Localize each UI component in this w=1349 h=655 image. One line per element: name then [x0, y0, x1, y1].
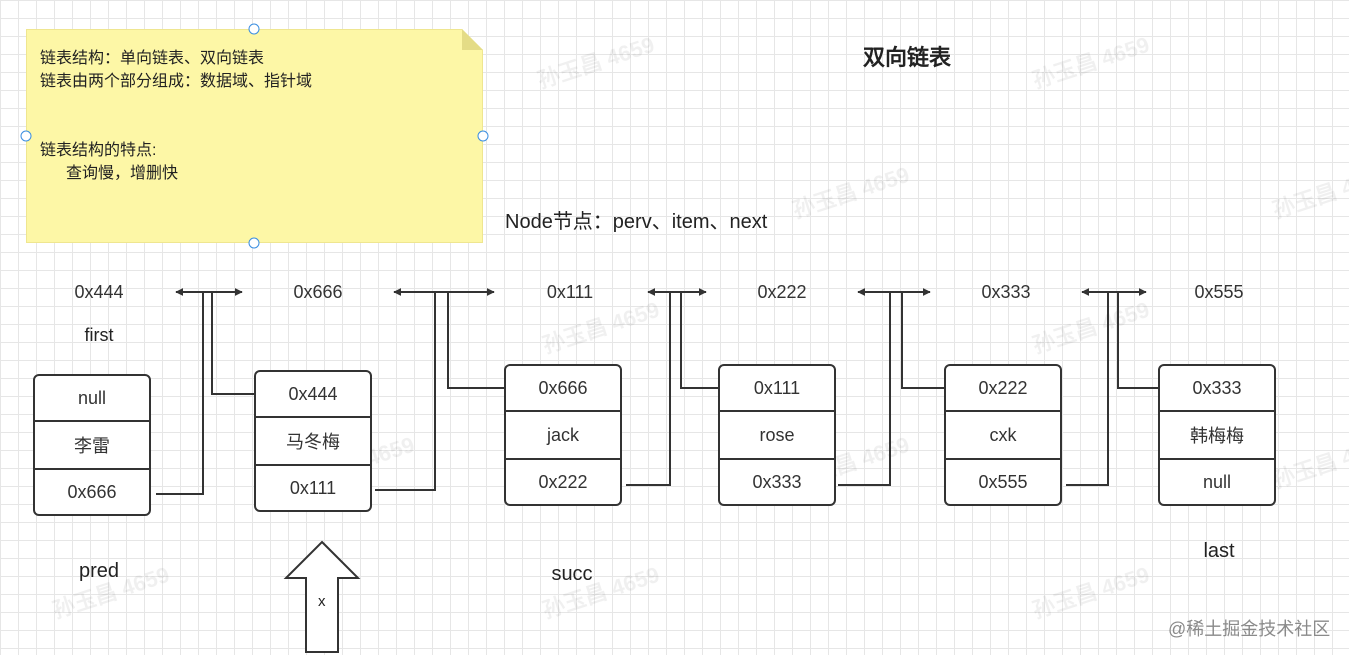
note-line-3: 链表结构的特点:	[40, 142, 157, 159]
node-item-field: 马冬梅	[286, 432, 340, 452]
address-label: 0x333	[981, 282, 1031, 302]
node-prev-field: null	[35, 376, 149, 422]
sticky-note[interactable]	[26, 29, 483, 243]
link-prev	[901, 292, 944, 389]
list-node[interactable]: 0x444 马冬梅 0x111	[254, 370, 372, 512]
address-label: 0x444	[74, 282, 124, 302]
list-node[interactable]: 0x222 cxk 0x555	[944, 364, 1062, 506]
list-node[interactable]: null 李雷 0x666	[33, 374, 151, 516]
node-next-field: 0x333	[720, 458, 834, 504]
resize-handle-bottom[interactable]	[248, 237, 260, 249]
diagram-title: 双向链表	[863, 45, 952, 70]
last-label: last	[1203, 540, 1235, 562]
link-prev	[211, 292, 254, 395]
node-description: Node节点：perv、item、next	[505, 211, 768, 233]
link-next	[626, 292, 671, 486]
node-next-field: null	[1160, 458, 1274, 504]
node-prev-field: 0x222	[946, 366, 1060, 412]
source-credit: @稀土掘金技术社区	[1168, 619, 1331, 639]
link-next	[838, 292, 891, 486]
link-prev	[1117, 292, 1158, 389]
note-line-1: 链表结构：单向链表、双向链表	[40, 50, 265, 67]
node-prev-field: 0x444	[256, 372, 370, 418]
address-label: 0x111	[546, 282, 594, 302]
note-line-4: 查询慢，增删快	[66, 165, 179, 182]
link-prev	[447, 292, 504, 389]
first-label: first	[84, 325, 114, 345]
address-label: 0x666	[293, 282, 343, 302]
node-next-field: 0x555	[946, 458, 1060, 504]
node-item-field: jack	[546, 424, 579, 445]
link-next	[156, 292, 204, 495]
address-label: 0x222	[757, 282, 807, 302]
node-next-field: 0x222	[506, 458, 620, 504]
note-line-2: 链表由两个部分组成：数据域、指针域	[40, 73, 313, 90]
resize-handle-right[interactable]	[477, 130, 489, 142]
x-pointer-label: x	[318, 593, 326, 610]
node-prev-field: 0x111	[720, 366, 834, 412]
node-item-field: 李雷	[74, 436, 110, 456]
link-next	[1066, 292, 1109, 486]
node-item-field: 韩梅梅	[1190, 426, 1244, 446]
pred-label: pred	[78, 560, 120, 582]
address-label: 0x555	[1194, 282, 1244, 302]
node-item-field: cxk	[989, 424, 1017, 445]
succ-label: succ	[551, 563, 593, 585]
link-next	[375, 292, 436, 491]
resize-handle-top[interactable]	[248, 23, 260, 35]
node-prev-field: 0x666	[506, 366, 620, 412]
node-next-field: 0x111	[256, 464, 370, 510]
node-item-field: rose	[759, 424, 795, 445]
list-node[interactable]: 0x111 rose 0x333	[718, 364, 836, 506]
list-node[interactable]: 0x333 韩梅梅 null	[1158, 364, 1276, 506]
resize-handle-left[interactable]	[20, 130, 32, 142]
x-pointer-arrow	[283, 540, 361, 653]
link-prev	[680, 292, 718, 389]
node-prev-field: 0x333	[1160, 366, 1274, 412]
list-node[interactable]: 0x666 jack 0x222	[504, 364, 622, 506]
node-next-field: 0x666	[35, 468, 149, 514]
